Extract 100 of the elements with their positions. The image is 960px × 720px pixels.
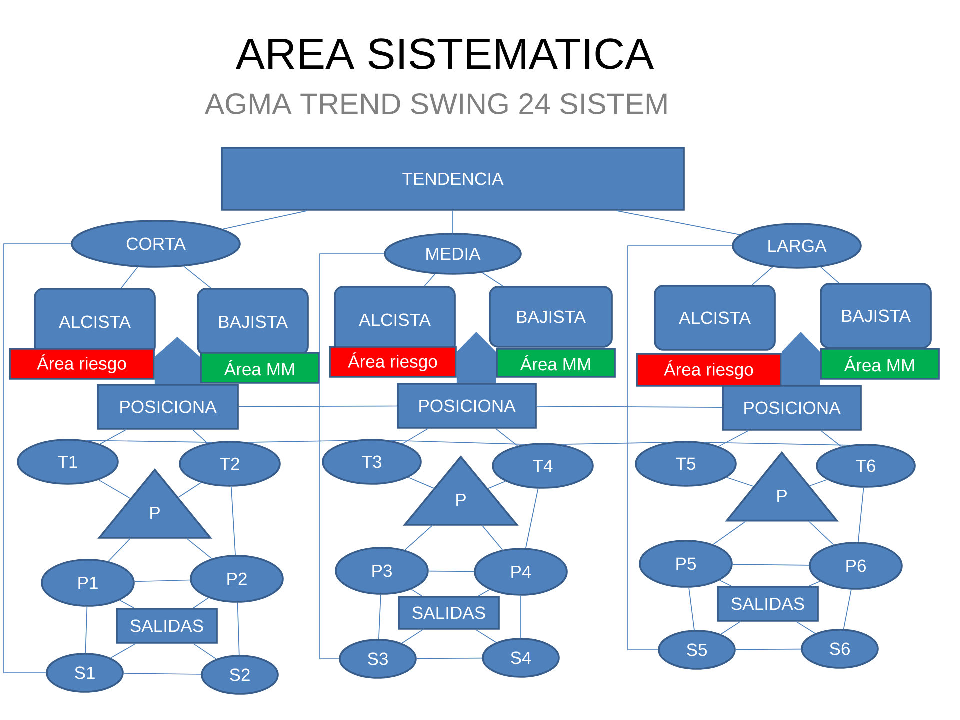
connector-line [134, 580, 191, 582]
risk-area-box: Área riesgo [9, 348, 155, 380]
mm-area-box: Área MM [820, 348, 940, 380]
ellipse-node: S3 [339, 639, 417, 679]
process-box: SALIDAS [116, 608, 218, 644]
merge-chevron [456, 332, 496, 384]
connector-line [248, 440, 354, 443]
connector-line [704, 442, 850, 446]
ellipse-node: P1 [41, 559, 135, 607]
connector-line [408, 477, 434, 489]
connector-line [796, 622, 816, 634]
connector-line [230, 486, 236, 556]
connector-line [121, 266, 138, 289]
connector-line [488, 481, 506, 490]
connector-line [424, 274, 436, 287]
connector-line [478, 589, 490, 597]
ellipse-node: MEDIA [384, 233, 522, 275]
connector-line [184, 266, 212, 289]
connector-line [843, 589, 852, 630]
ellipse-node: S5 [658, 630, 736, 670]
connector-line [496, 428, 518, 447]
ellipse-node: T6 [816, 444, 916, 488]
connector-line [820, 430, 842, 448]
connector-line [732, 564, 810, 566]
merge-chevron [782, 332, 820, 386]
ellipse-node: P3 [335, 547, 429, 595]
ellipse-node: T5 [635, 441, 737, 487]
connector-line [98, 480, 131, 500]
connector-line [688, 587, 695, 631]
connector-line [628, 246, 733, 650]
ellipse-node: CORTA [71, 220, 241, 268]
connector-line [808, 521, 834, 546]
connector-line [560, 442, 668, 445]
connector-line [402, 428, 429, 444]
ellipse-node: S1 [46, 653, 124, 693]
connector-line [110, 644, 136, 659]
ellipse-node: LARGA [732, 223, 862, 269]
connector-line [178, 482, 202, 498]
connector-line [719, 580, 732, 587]
connector-line [86, 440, 212, 443]
rounded-box: BAJISTA [197, 288, 309, 356]
merge-chevron [154, 337, 200, 384]
connector-line [482, 526, 504, 550]
rounded-box: BAJISTA [820, 283, 932, 349]
connector-line [402, 630, 424, 644]
process-box: SALIDAS [398, 596, 500, 630]
connector-line [712, 521, 746, 546]
connector-line [428, 570, 475, 572]
connector-line [858, 487, 864, 543]
ellipse-node: S6 [801, 629, 879, 669]
rounded-box: ALCISTA [34, 288, 156, 356]
ellipse-node: S2 [201, 655, 279, 695]
connector-line [186, 538, 212, 560]
connector-line [4, 244, 72, 674]
connector-line [100, 430, 127, 445]
mm-area-box: Área MM [496, 348, 616, 378]
connector-line [222, 210, 308, 230]
connector-line [820, 266, 840, 284]
connector-line [108, 538, 131, 562]
risk-area-box: Área riesgo [329, 346, 457, 378]
ellipse-node: S4 [482, 638, 560, 678]
rounded-box: BAJISTA [489, 286, 613, 348]
connector-line [123, 673, 202, 675]
connector-line [736, 648, 802, 650]
connector-line [238, 406, 398, 408]
connector-line [416, 658, 483, 660]
subtitle: AGMA TREND SWING 24 SISTEM [204, 94, 667, 114]
process-box: TENDENCIA [221, 147, 685, 211]
connector-line [411, 589, 422, 597]
connector-line [810, 479, 828, 486]
ellipse-node: T3 [322, 439, 422, 485]
connector-line [482, 272, 504, 287]
connector-line [120, 600, 135, 609]
connector-line [752, 266, 774, 286]
ellipse-node: P6 [809, 542, 903, 590]
connector-line [452, 210, 454, 234]
connector-line [192, 430, 208, 444]
connector-line [320, 254, 385, 660]
connector-line [726, 477, 754, 487]
connector-line [536, 406, 723, 408]
ellipse-node: P4 [474, 548, 568, 596]
rounded-box: ALCISTA [334, 286, 456, 354]
connector-line [193, 598, 210, 609]
connector-line [85, 606, 88, 654]
ellipse-node: T4 [492, 443, 594, 489]
connector-line [616, 210, 741, 236]
connector-line [526, 488, 539, 549]
ellipse-node: T1 [17, 439, 119, 485]
connector-line [809, 581, 821, 587]
connector-line [237, 602, 240, 656]
rounded-box: ALCISTA [654, 285, 776, 351]
connector-line [476, 630, 497, 644]
connector-line [404, 526, 433, 551]
ellipse-node: P2 [190, 555, 284, 603]
ellipse-node: T2 [179, 441, 281, 487]
ellipse-node: P5 [639, 540, 733, 588]
title: AREA SISTEMATICA [236, 38, 654, 70]
process-box: SALIDAS [717, 586, 819, 622]
connector-line [390, 440, 526, 445]
connector-line [720, 622, 741, 635]
